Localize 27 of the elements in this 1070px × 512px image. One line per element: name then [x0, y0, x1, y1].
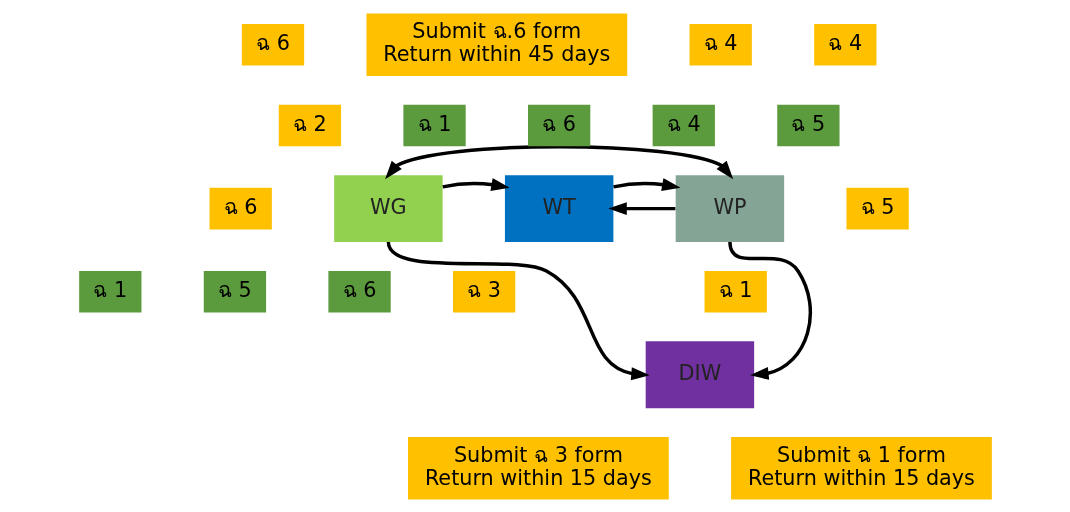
- node-box: WT: [504, 174, 613, 242]
- arrow: [607, 201, 675, 215]
- arrow: [386, 241, 650, 380]
- node-box: ฉ 5: [203, 270, 266, 312]
- arrow: [441, 177, 510, 191]
- arrow: [612, 177, 680, 191]
- node-box: ฉ 6: [241, 23, 304, 66]
- node-box: WP: [675, 174, 784, 242]
- node-box: ฉ 1: [402, 104, 466, 146]
- node-box: ฉ 4: [813, 23, 876, 66]
- node-box: ฉ 5: [845, 187, 909, 229]
- node-box: ฉ 6: [209, 187, 272, 229]
- node-box: ฉ 2: [278, 104, 341, 146]
- node-box: Submit ฉ.6 form Return within 45 days: [365, 13, 627, 76]
- arrow: [384, 144, 733, 179]
- node-box: ฉ 3: [452, 270, 515, 312]
- node-box: Submit ฉ 1 form Return within 15 days: [730, 436, 992, 499]
- node-box: ฉ 1: [704, 270, 767, 312]
- node-box: ฉ 6: [527, 104, 590, 146]
- node-box: ฉ 1: [78, 270, 141, 312]
- node-box: Submit ฉ 3 form Return within 15 days: [407, 436, 669, 499]
- node-box: DIW: [645, 340, 754, 408]
- node-box: ฉ 6: [327, 270, 391, 312]
- node-box: ฉ 4: [652, 104, 715, 146]
- node-box: ฉ 5: [776, 104, 840, 146]
- node-box: ฉ 4: [689, 23, 752, 66]
- node-box: WG: [333, 174, 443, 242]
